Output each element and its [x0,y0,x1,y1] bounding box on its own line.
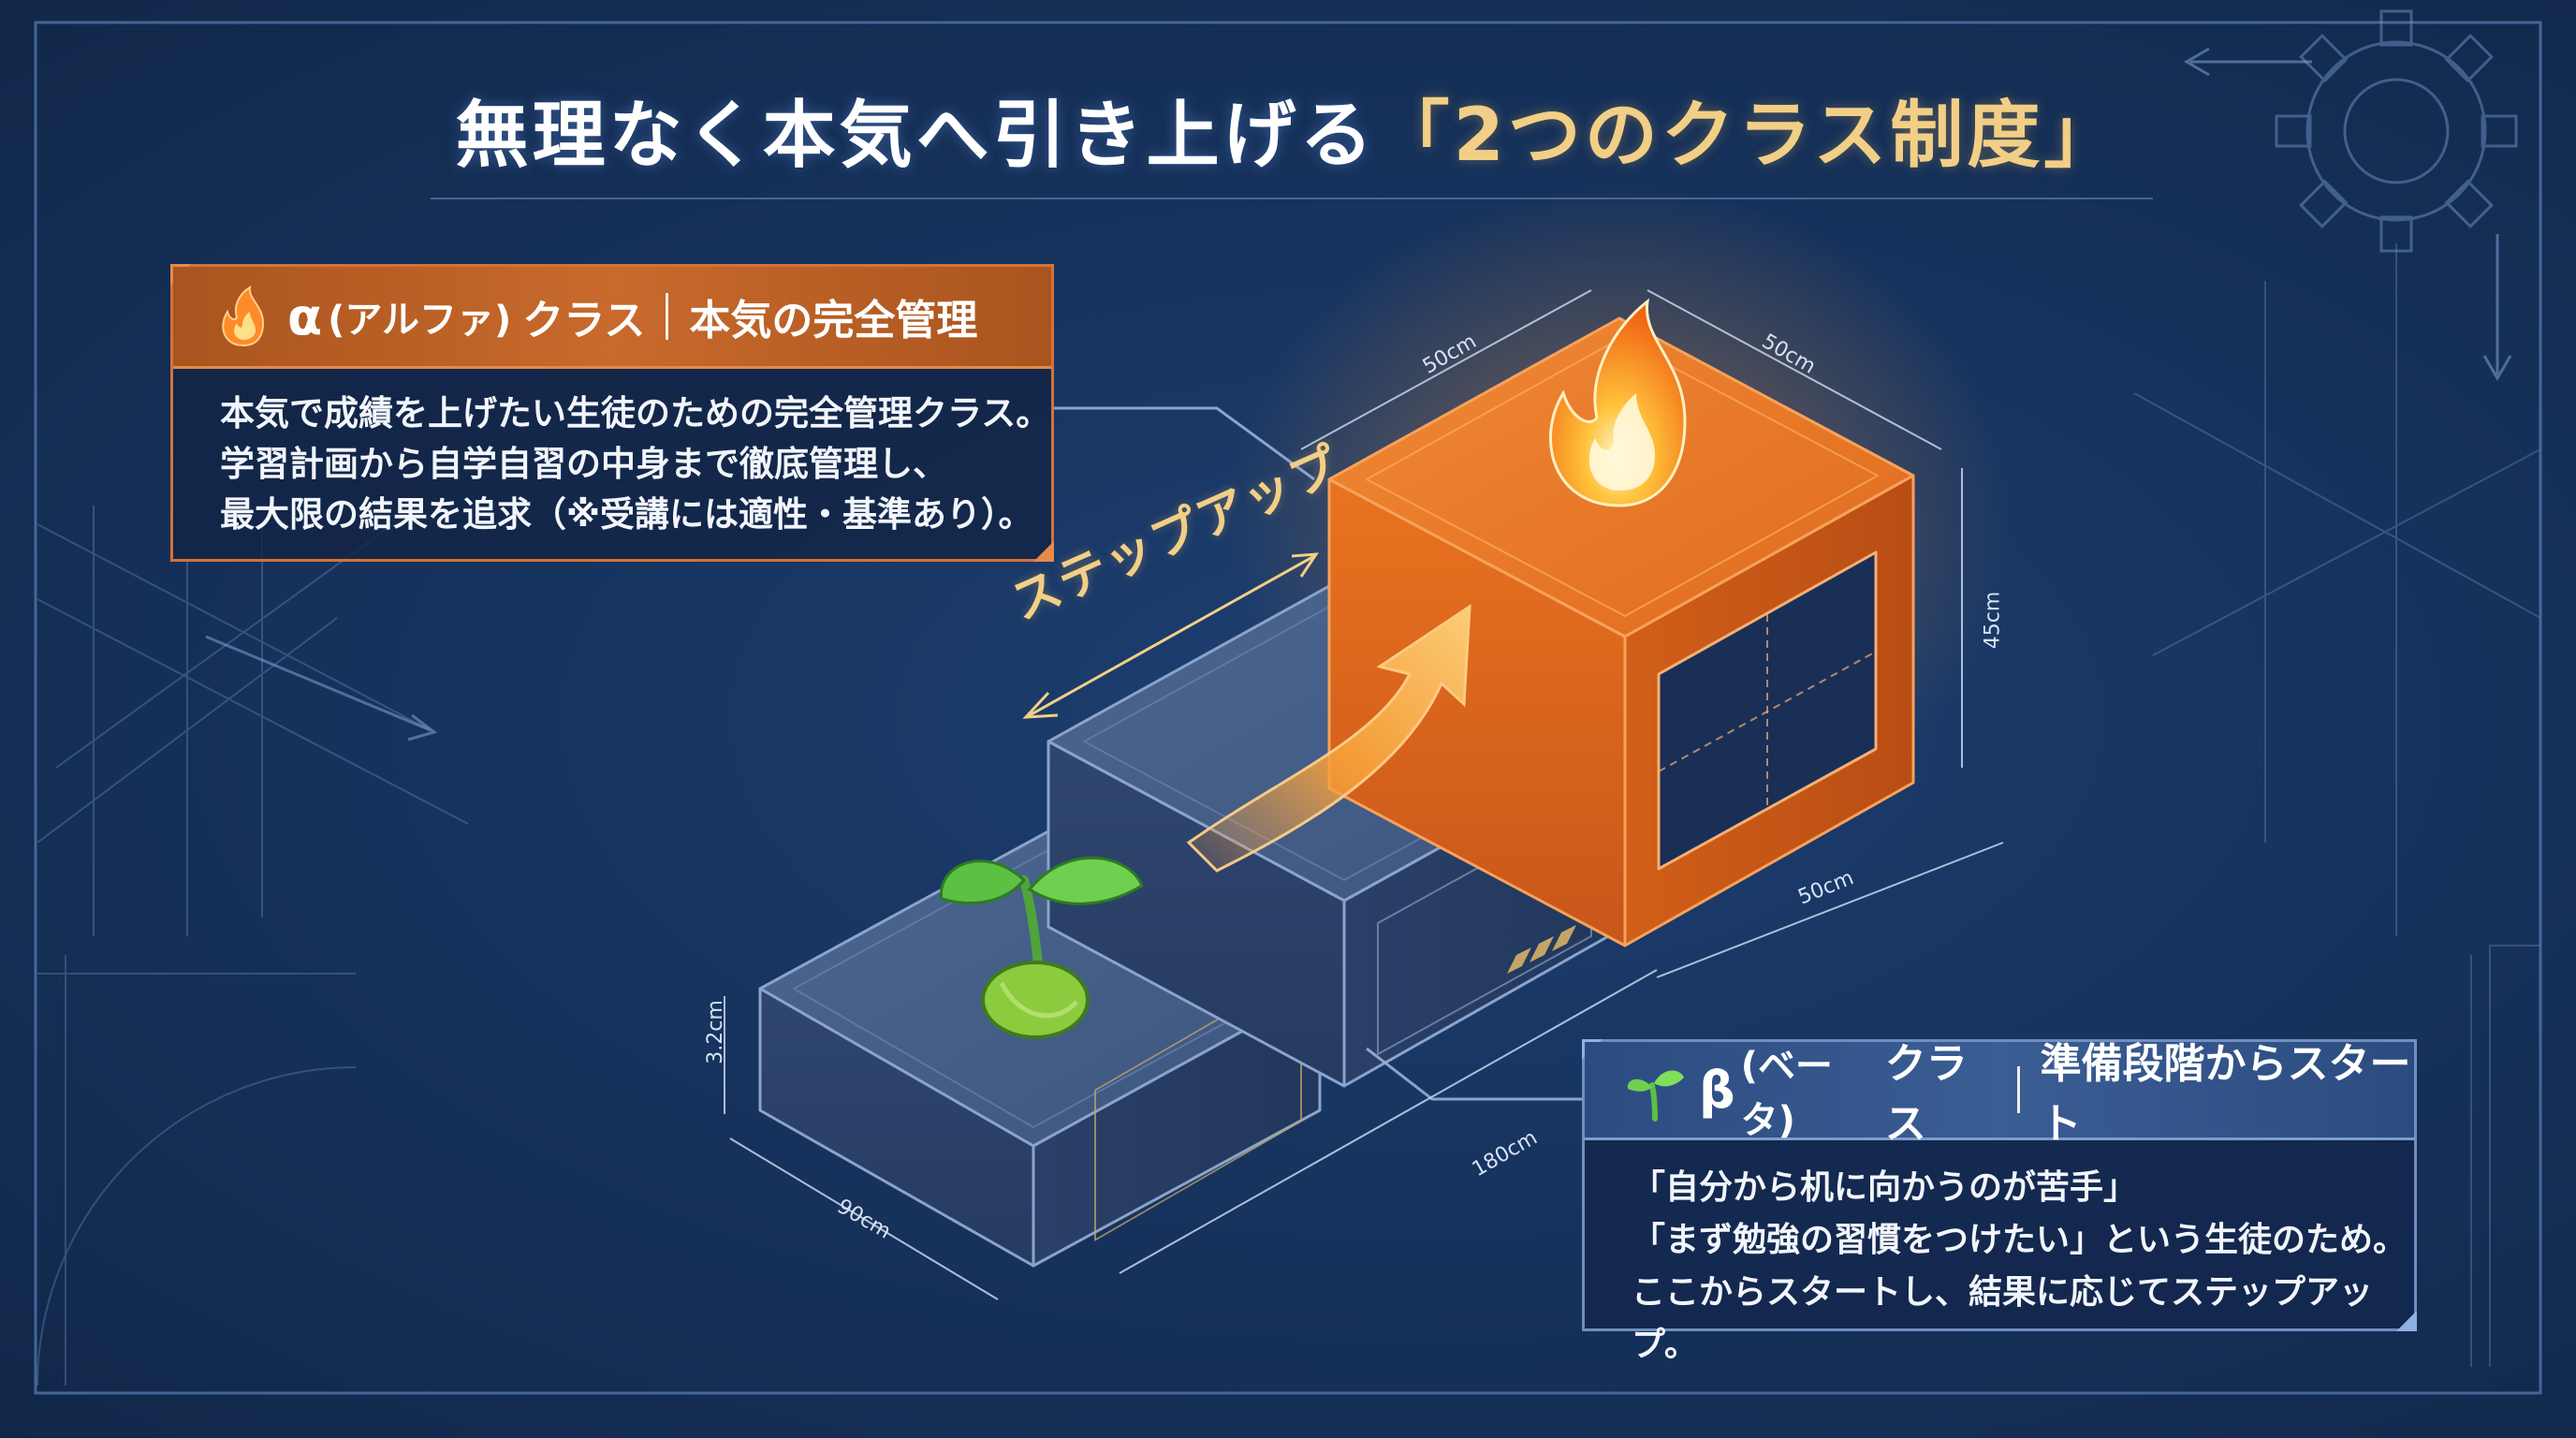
alpha-greek-letter: α [287,286,323,346]
connector-lines [1054,406,1582,1101]
sprout-icon [1622,1057,1688,1123]
header-divider [2016,1066,2020,1113]
beta-subtitle: 準備段階からスタート [2040,1040,2411,1148]
outer-frame [34,21,2542,1395]
stepup-guide [1022,552,1319,719]
dimension-lines [724,289,2004,1300]
header-divider [666,293,669,340]
title-accent: 「2つのクラス制度」 [1376,94,2121,178]
beta-description: 「自分から机に向かうのが苦手」 「まず勉強の習慣をつけたい」という生徒のため。 … [1632,1162,2414,1372]
dim-height-right: 45cm [1981,591,2005,650]
alpha-class-name: クラス [522,297,646,345]
alpha-line-2: 学習計画から自学自習の中身まで徹底管理し、 [220,444,947,484]
page-title: 無理なく本気へ引き上げる「2つのクラス制度」 [0,77,2576,182]
alpha-subtitle: 本気の完全管理 [689,297,978,345]
flame-icon [211,284,276,349]
beta-line-1: 「自分から机に向かうのが苦手」 [1632,1168,2138,1207]
blueprint-arrows [205,47,2512,741]
sprout-icon [940,856,1144,1039]
beta-line-2: 「まず勉強の習慣をつけたい」という生徒のため。 [1632,1221,2408,1259]
alpha-header: α (アルファ) クラス 本気の完全管理 [173,267,1051,369]
beta-class-callout: β (ベータ) クラス 準備段階からスタート 「自分から机に向かうのが苦手」 「… [1582,1039,2417,1364]
beta-header: β (ベータ) クラス 準備段階からスタート [1585,1040,2414,1148]
step-up-arrow [1186,604,1471,873]
alpha-reading: (アルファ) [328,299,512,342]
beta-line-3: ここからスタートし、結果に応じてステップアップ。 [1632,1273,2374,1364]
dim-height-left: 3.2cm [703,1000,727,1064]
beta-reading: (ベータ) [1740,1045,1833,1142]
blueprint-lines-left [37,506,469,1387]
beta-class-name: クラス [1884,1040,1968,1148]
gear-icon [2275,9,2518,253]
alpha-line-1: 本気で成績を上げたい生徒のための完全管理クラス。 [220,393,1051,433]
corner-mark [1033,541,1054,562]
stripe-marks [1507,925,1576,974]
title-main: 無理なく本気へ引き上げる [455,94,1377,178]
beta-greek-letter: β [1699,1060,1735,1120]
blueprint-lines-right [2133,243,2541,1367]
alpha-line-3: 最大限の結果を追求（※受講には適性・基準あり）。 [220,494,1033,535]
alpha-class-callout: α (アルファ) クラス 本気の完全管理 本気で成績を上げたい生徒のための完全管… [170,264,1054,562]
alpha-description: 本気で成績を上げたい生徒のための完全管理クラス。 学習計画から自学自習の中身まで… [220,389,1050,540]
flame-icon [1549,298,1687,507]
corner-mark [2396,1311,2417,1331]
